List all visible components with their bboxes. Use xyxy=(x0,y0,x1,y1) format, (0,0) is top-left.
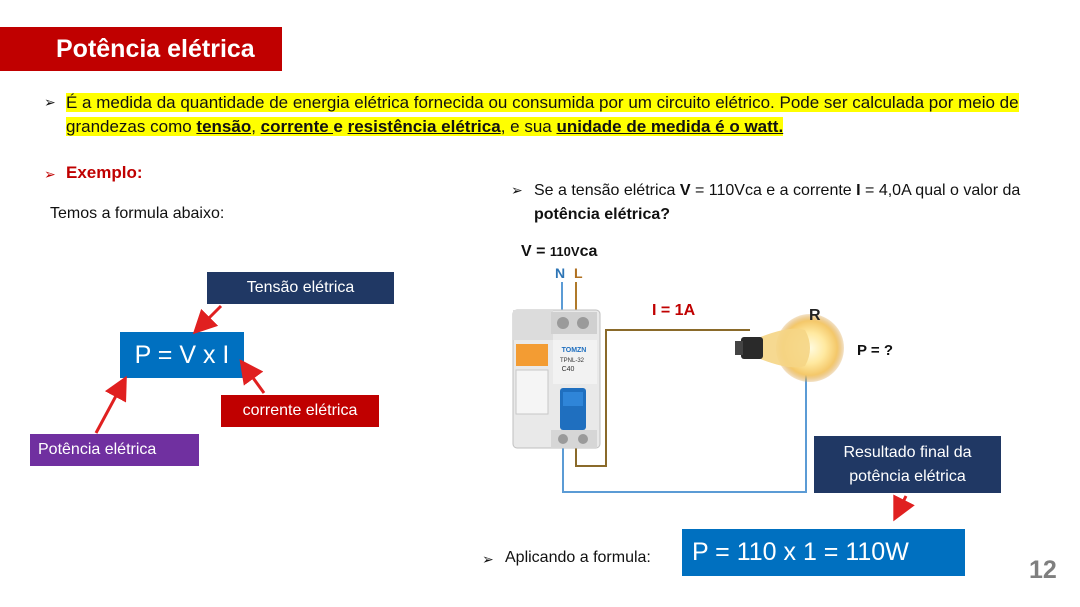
wire-l-to-lamp xyxy=(575,329,750,467)
arrow-bullet-icon: ➢ xyxy=(511,182,523,198)
formula-box: P = V x I xyxy=(120,332,244,378)
resultado-box: Resultado final da potência elétrica xyxy=(814,436,1001,493)
definition-corrente: corrente xyxy=(260,117,334,136)
aplicando-text: Aplicando a formula: xyxy=(505,549,651,566)
arrow-bullet-icon: ➢ xyxy=(44,166,56,182)
arrow-to-p xyxy=(94,375,127,434)
arrow-to-v xyxy=(192,304,223,335)
resistance-label: R xyxy=(809,307,821,324)
line-label: L xyxy=(574,265,583,281)
potencia-label: Potência elétrica xyxy=(30,434,199,466)
breaker-rating: C40 xyxy=(562,366,575,373)
definition-e: e xyxy=(333,117,348,136)
current-label: I = 1A xyxy=(652,302,696,319)
question-p3: = 4,0A qual o valor da xyxy=(860,182,1021,199)
slide-title: Potência elétrica xyxy=(0,27,282,71)
resultado-line2: potência elétrica xyxy=(849,468,966,485)
definition-part2: , e sua xyxy=(500,117,557,136)
definition-tensao: tensão xyxy=(196,117,252,136)
question-v: V xyxy=(679,182,691,199)
breaker-brand: TOMZN xyxy=(562,347,587,354)
question-i: I xyxy=(856,182,861,199)
question-text: Se a tensão elétrica V = 110Vca e a corr… xyxy=(534,179,1034,227)
light-bulb-icon xyxy=(735,314,844,382)
power-unknown-label: P = ? xyxy=(857,342,893,359)
temos-text: Temos a formula abaixo: xyxy=(50,205,225,222)
definition-text: É a medida da quantidade de energia elét… xyxy=(66,91,1036,139)
question-p2: = 110Vca e a corrente xyxy=(690,182,857,199)
corrente-label: corrente elétrica xyxy=(221,395,379,427)
breaker-model: TPNL-32 xyxy=(560,358,585,364)
definition-resistencia: resistência elétrica xyxy=(347,117,501,136)
page-number: 12 xyxy=(1029,556,1057,584)
voltage-label: V = 110Vca xyxy=(521,243,598,260)
resultado-line1: Resultado final da xyxy=(843,444,972,461)
question-bold-end: potência elétrica? xyxy=(534,206,671,223)
tensao-label: Tensão elétrica xyxy=(207,272,394,304)
exemplo-heading: Exemplo: xyxy=(66,163,143,182)
arrow-bullet-icon: ➢ xyxy=(482,551,494,567)
arrow-to-final xyxy=(893,494,915,522)
neutral-label: N xyxy=(555,265,566,281)
arrow-to-i xyxy=(239,359,266,394)
breaker-icon: TOMZN TPNL-32 C40 xyxy=(512,309,601,449)
definition-sep1: , xyxy=(251,117,261,136)
arrow-bullet-icon: ➢ xyxy=(44,94,56,110)
question-p1: Se a tensão elétrica xyxy=(534,182,680,199)
final-formula-box: P = 110 x 1 = 110W xyxy=(682,529,965,576)
definition-unidade: unidade de medida é o watt. xyxy=(556,117,784,136)
